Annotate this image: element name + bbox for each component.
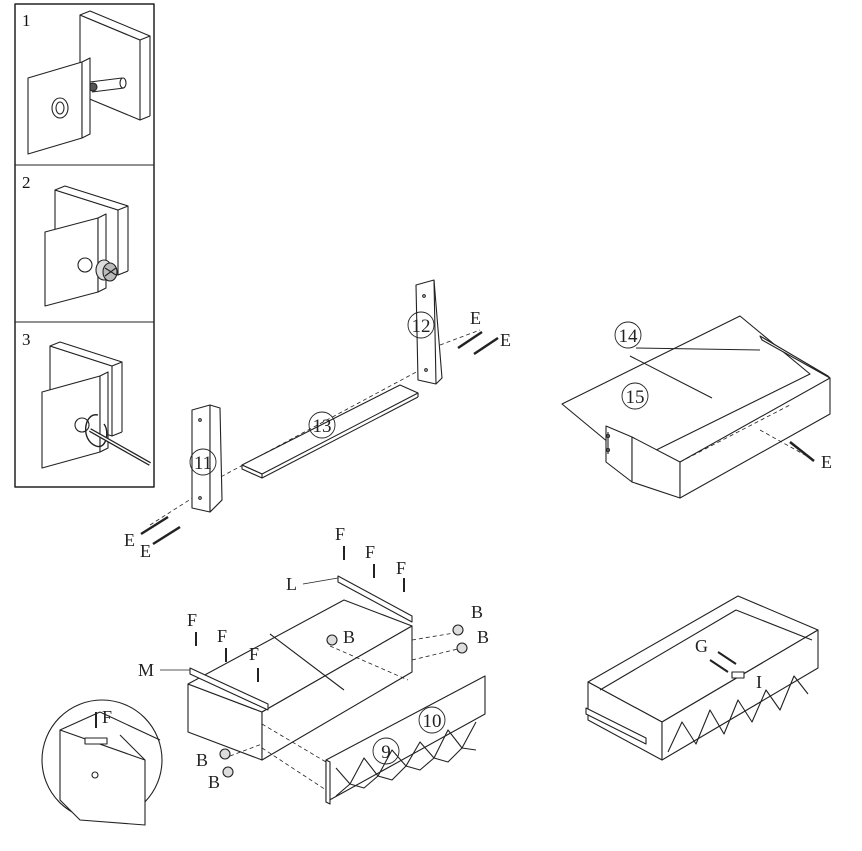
part-label-9: 9 xyxy=(381,742,391,763)
hardware-label-e: E xyxy=(470,308,481,328)
hardware-label-f: F xyxy=(102,707,112,727)
hardware-label-f: F xyxy=(249,644,259,664)
part-label-14: 14 xyxy=(619,326,639,347)
screw-f-icon xyxy=(195,546,405,682)
hardware-label-f: F xyxy=(335,524,345,544)
hardware-label-b: B xyxy=(343,627,355,647)
step-3-illustration xyxy=(41,341,151,469)
step-number-2: 2 xyxy=(22,173,31,192)
step-number-1: 1 xyxy=(22,11,31,30)
hardware-label-m: M xyxy=(138,660,154,680)
part-label-13: 13 xyxy=(313,416,332,437)
part-number-circles xyxy=(189,311,649,765)
top-assembly xyxy=(140,279,499,546)
screw-e-icon xyxy=(140,330,499,546)
hardware-label-b: B xyxy=(196,750,208,770)
hardware-label-l: L xyxy=(286,574,297,594)
part-label-12: 12 xyxy=(412,316,431,337)
hardware-label-e: E xyxy=(821,452,832,472)
top-right-box-assembly xyxy=(561,315,831,499)
hardware-label-b: B xyxy=(208,772,220,792)
cam-lock-steps-panel xyxy=(14,3,155,488)
detail-magnifier xyxy=(41,699,163,826)
handle-i-icon xyxy=(731,671,745,679)
hardware-label-f: F xyxy=(365,542,375,562)
cam-lock-b-icon xyxy=(219,624,468,778)
part-label-10: 10 xyxy=(423,711,442,732)
hardware-label-i: I xyxy=(756,672,762,692)
side-panel-12 xyxy=(415,279,443,385)
hardware-label-g: G xyxy=(695,636,708,656)
screw-e-icon xyxy=(789,441,815,462)
step-number-3: 3 xyxy=(22,330,31,349)
hardware-label-b: B xyxy=(477,627,489,647)
finished-drawer xyxy=(585,595,819,761)
step-2-illustration xyxy=(44,185,129,307)
drawer-assembly xyxy=(187,546,486,805)
hardware-label-b: B xyxy=(471,602,483,622)
part-label-11: 11 xyxy=(194,453,212,474)
part-label-15: 15 xyxy=(626,387,645,408)
hardware-label-e: E xyxy=(140,541,151,561)
hardware-label-e: E xyxy=(500,330,511,350)
screw-g-icon xyxy=(717,651,737,665)
hardware-label-f: F xyxy=(396,558,406,578)
hardware-label-f: F xyxy=(217,626,227,646)
hardware-label-e: E xyxy=(124,530,135,550)
step-1-illustration xyxy=(27,10,151,155)
shelf-panel-13 xyxy=(241,384,419,479)
hardware-label-f: F xyxy=(187,610,197,630)
side-panel-11 xyxy=(191,404,223,513)
